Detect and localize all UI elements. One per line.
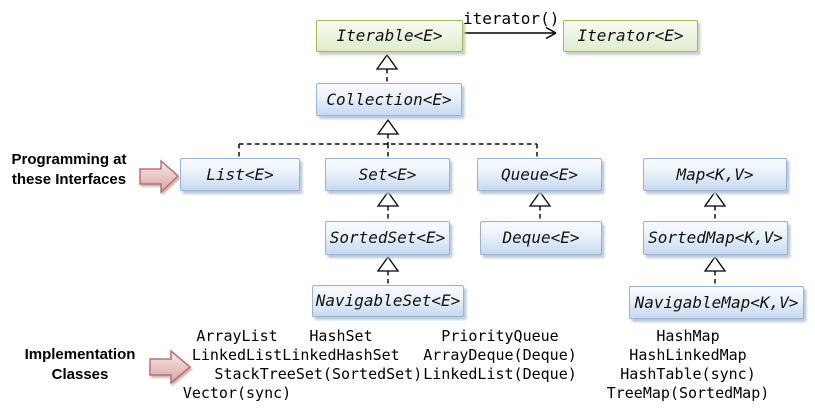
impl-class-item: Vector(sync) <box>182 384 292 402</box>
triangle-under-sortedmap <box>703 255 727 272</box>
impl-class-item: LinkedHashSet <box>282 346 400 364</box>
impl-class-item: TreeMap(SortedMap) <box>606 384 770 402</box>
impl-class-item: LinkedList(Deque) <box>423 365 577 383</box>
node-sortedmap: SortedMap<K,V> <box>643 221 788 255</box>
triangle-under-queue <box>528 190 552 207</box>
implementation-classes-label: Implementation Classes <box>14 345 146 385</box>
node-map: Map<K,V> <box>643 158 787 191</box>
node-iterator: Iterator<E> <box>563 20 698 52</box>
iterator-method-label: iterator() <box>463 9 560 28</box>
node-navigablemap: NavigableMap<K,V> <box>629 286 804 319</box>
programming-interfaces-label-line1: Programming at <box>11 151 127 168</box>
interfaces-pointer-arrow-icon <box>139 159 180 194</box>
impl-class-item: PriorityQueue <box>441 327 559 345</box>
triangle-under-collection <box>376 118 400 135</box>
impl-class-item: Stack <box>214 365 260 383</box>
impl-class-item: HashTable(sync) <box>620 365 756 383</box>
programming-interfaces-label: Programming at these Interfaces <box>0 150 138 190</box>
impl-class-item: ArrayList <box>196 327 278 345</box>
impl-class-item: LinkedList <box>191 346 283 364</box>
implementation-classes-label-line2: Classes <box>51 366 109 383</box>
node-set: Set<E> <box>325 158 450 191</box>
node-sortedset: SortedSet<E> <box>325 221 450 255</box>
triangle-under-iterable <box>375 53 399 70</box>
node-list: List<E> <box>180 158 300 191</box>
node-deque: Deque<E> <box>480 221 602 255</box>
impl-class-item: HashSet <box>309 327 373 345</box>
impl-class-item: TreeSet(SortedSet) <box>259 365 423 383</box>
node-queue: Queue<E> <box>477 158 602 191</box>
impl-class-item: ArrayDeque(Deque) <box>423 346 577 364</box>
node-collection: Collection<E> <box>316 83 462 116</box>
impl-class-item: HashMap <box>656 327 720 345</box>
iterator-association-arrow <box>463 26 557 40</box>
implementation-classes-label-line1: Implementation <box>24 346 136 363</box>
node-iterable: Iterable<E> <box>316 20 463 52</box>
triangle-under-sortedset <box>376 255 400 272</box>
programming-interfaces-label-line2: these Interfaces <box>11 171 127 188</box>
impl-class-item: HashLinkedMap <box>629 346 747 364</box>
triangle-under-set <box>376 190 400 207</box>
node-navigableset: NavigableSet<E> <box>312 285 464 317</box>
triangle-under-map <box>703 190 727 207</box>
